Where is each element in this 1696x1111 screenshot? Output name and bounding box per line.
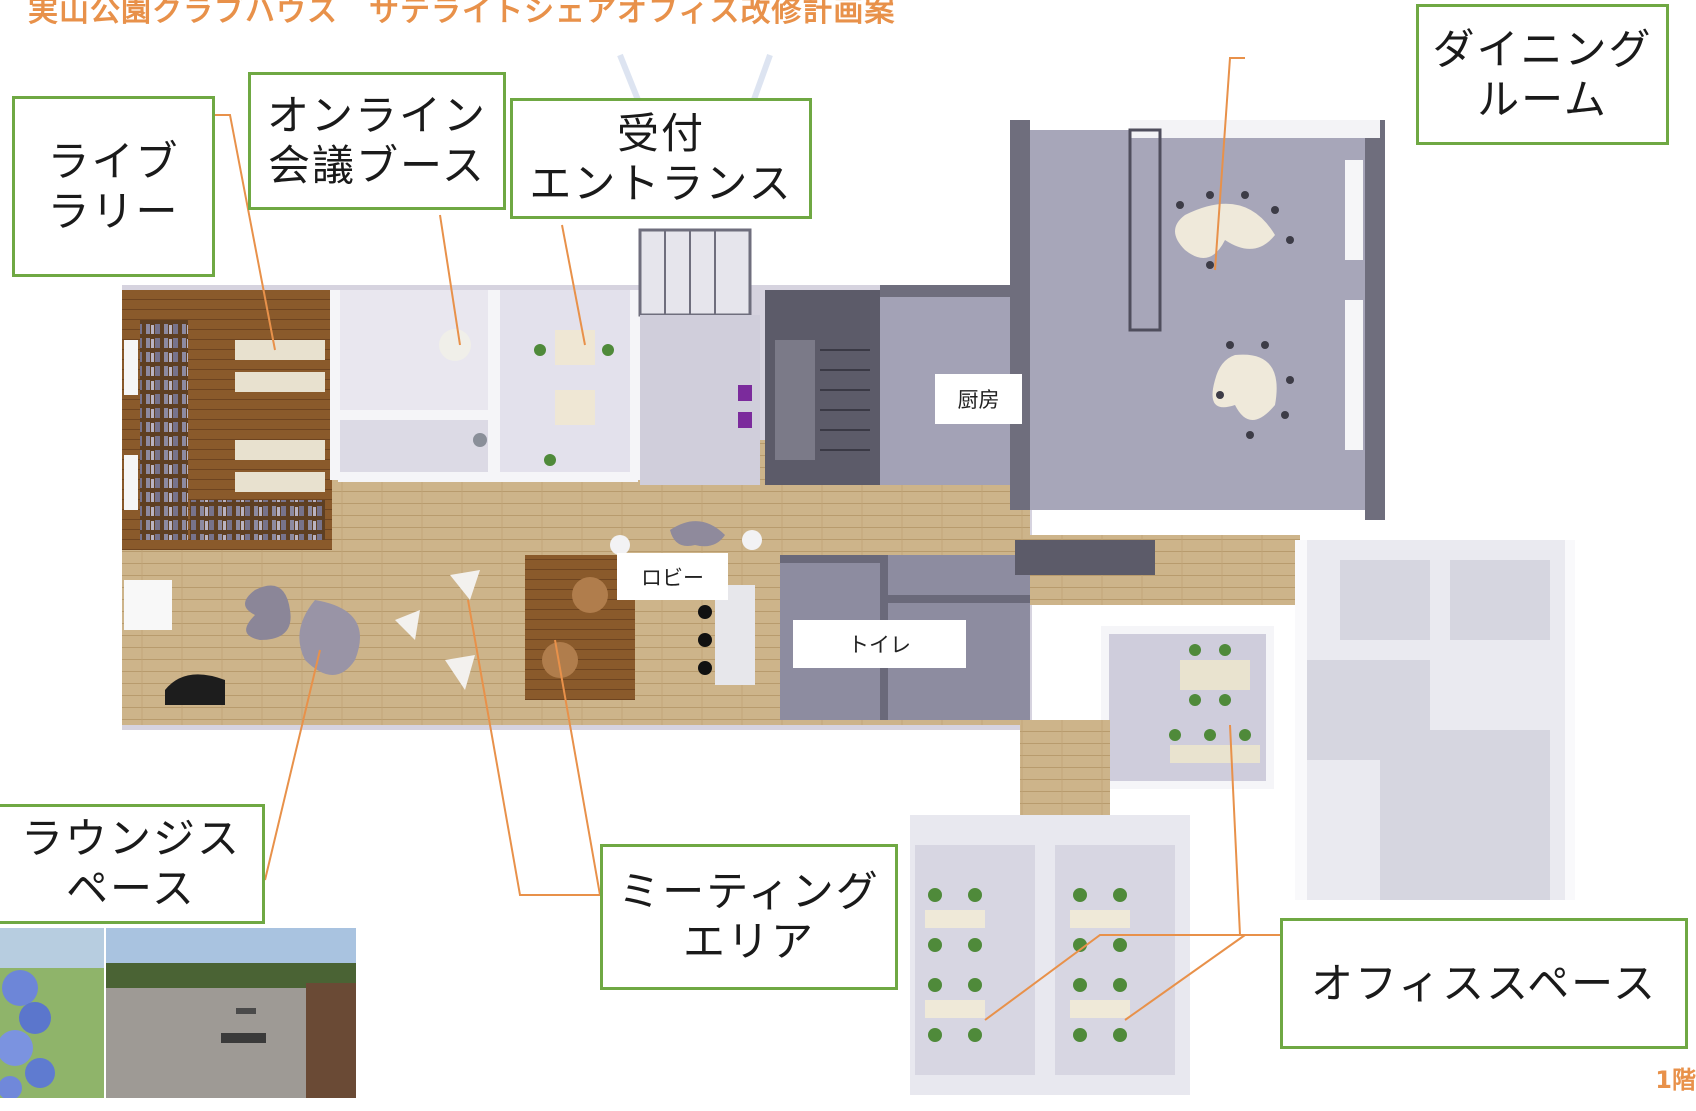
callout-lounge: ラウンジス ペース: [0, 804, 265, 924]
callout-office: オフィススペース: [1280, 918, 1688, 1049]
dining-chairs: [1176, 191, 1294, 439]
callout-library: ライブ ラリー: [12, 96, 215, 277]
lounge-windows: [124, 580, 172, 630]
photo-hydrangea: [0, 928, 104, 1098]
photo-rooftop-terrace: [106, 928, 356, 1098]
office-desks: [1170, 660, 1260, 763]
entrance-chairs: [738, 385, 752, 428]
booth-room-2: [338, 420, 488, 480]
floor-label: 1階: [1655, 1066, 1696, 1094]
dining-room: [1010, 130, 1385, 510]
south-ramp: [1020, 720, 1110, 830]
office-plants: [1169, 644, 1251, 741]
lounge-furniture: [165, 570, 608, 705]
room-tag-lobby: ロビー: [617, 553, 728, 600]
south-office-desks: [925, 910, 1130, 1018]
background-sketch: [617, 53, 773, 107]
leader-lines: [215, 57, 1280, 1021]
lobby-sofa: [670, 521, 725, 547]
callout-online-booth: オンライン 会議ブース: [248, 72, 506, 210]
callout-meeting: ミーティング エリア: [600, 844, 898, 990]
booth-furniture: [439, 329, 614, 466]
lobby-counter: [715, 585, 755, 685]
room-tag-kitchen: 厨房: [935, 374, 1022, 424]
page-title: 実山公園クラブハウス サテライトシェアオフィス改修計画案: [28, 0, 896, 29]
meeting-floor: [525, 555, 635, 700]
callout-dining: ダイニング ルーム: [1416, 4, 1669, 145]
lobby-stools: [698, 605, 712, 675]
entrance-canopy: [638, 228, 752, 317]
library-windows: [124, 340, 138, 510]
callout-reception: 受付 エントランス: [510, 98, 812, 219]
library-bookshelf-south: [190, 500, 325, 540]
reception-room: [500, 290, 635, 480]
library-desks: [235, 340, 325, 492]
room-tag-toilet: トイレ: [793, 620, 966, 668]
library-bookshelf-west: [140, 320, 188, 540]
booth-walls: [330, 290, 642, 482]
south-office-plants: [928, 888, 1127, 1042]
dining-tables: [1175, 203, 1277, 420]
